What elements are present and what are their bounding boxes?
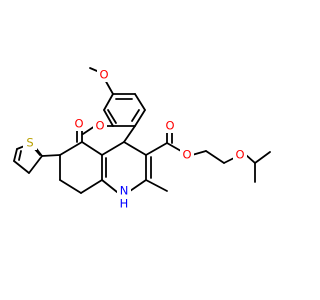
atom-o-methoxy-mid: O xyxy=(95,119,104,133)
bond-lines xyxy=(13,67,271,194)
atom-n-amine: N xyxy=(120,184,129,198)
atom-o-ester-link: O xyxy=(182,148,191,162)
atom-o-ester-carbonyl: O xyxy=(165,119,174,133)
molecule-structure: O O O O O O S N H xyxy=(13,67,271,211)
atom-labels: O O O O O O S N H xyxy=(23,68,247,211)
atom-h-amine: H xyxy=(120,197,129,211)
atom-o-methoxy-top: O xyxy=(99,68,108,82)
atom-o-ether: O xyxy=(235,148,244,162)
atom-o-ketone: O xyxy=(74,117,83,131)
atom-s-thiophene: S xyxy=(26,136,33,150)
